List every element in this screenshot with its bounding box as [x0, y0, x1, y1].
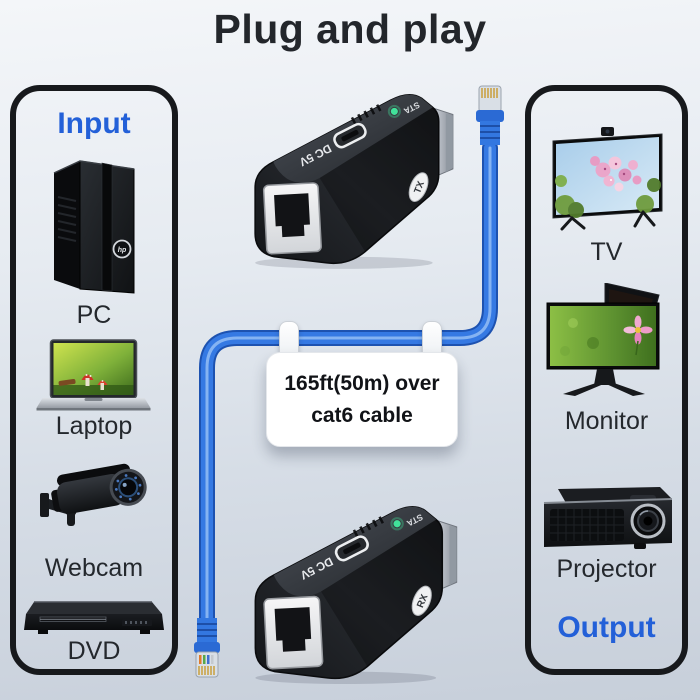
dvd-label: DVD [67, 637, 121, 665]
tv-label: TV [590, 238, 623, 266]
laptop-icon [36, 339, 151, 411]
rj45-port-icon [263, 595, 324, 670]
projector-icon [543, 487, 672, 549]
output-panel: TV [525, 85, 688, 675]
rj45-connector-bottom-icon [194, 618, 220, 678]
rj45-port-icon [262, 182, 322, 255]
webcam-icon [40, 463, 147, 526]
pc-logo-text: hp [118, 247, 127, 254]
input-heading: Input [57, 107, 131, 140]
laptop-label: Laptop [55, 412, 133, 440]
cable-length-line2: cat6 cable [311, 403, 413, 427]
input-panel: Input hp PC [10, 85, 178, 675]
cable-length-tag: 165ft(50m) over cat6 cable [266, 352, 458, 447]
output-heading: Output [557, 611, 656, 644]
monitor-icon [546, 283, 660, 396]
rj45-connector-top-icon [476, 85, 504, 145]
hdmi-extender-transmitter: STA DC 5V TX [254, 94, 454, 269]
pc-label: PC [76, 301, 112, 329]
vent-ridges [350, 104, 382, 125]
pc-tower-icon: hp [53, 160, 135, 294]
page-title: Plug and play [213, 6, 487, 52]
cable-length-line1: 165ft(50m) over [284, 371, 440, 395]
status-led [393, 520, 401, 528]
dvd-player-icon [24, 601, 164, 634]
tv-icon [552, 127, 662, 231]
hp-logo-icon [112, 239, 132, 259]
projector-label: Projector [556, 555, 657, 583]
status-led [390, 107, 398, 115]
flower-detail [623, 315, 652, 356]
monitor-label: Monitor [564, 407, 649, 435]
hdmi-extender-receiver: STA DC 5V RX [254, 506, 458, 684]
webcam-label: Webcam [44, 554, 144, 582]
